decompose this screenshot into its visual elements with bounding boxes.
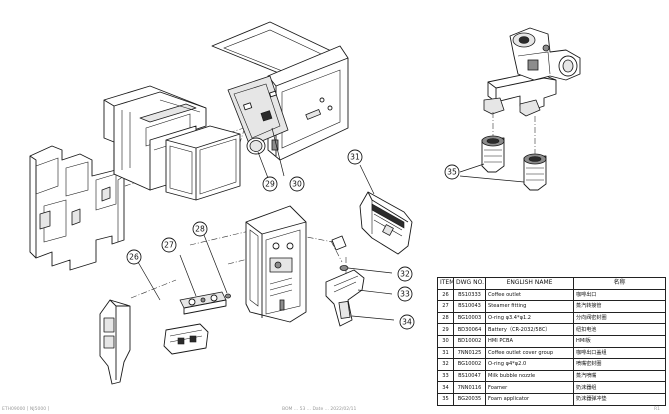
callout-28-label: 28 xyxy=(195,225,205,234)
english-name-cell: Coffee outlet cover group xyxy=(485,346,574,360)
table-row: 28 BG10003 O-ring φ3.4*φ1.2 分向阀密封圈 xyxy=(437,311,666,325)
english-name-cell: O-ring φ3.4*φ1.2 xyxy=(485,311,574,325)
english-name-cell: Milk bubble nozzle xyxy=(485,369,574,383)
header-chinese-name: 名称 xyxy=(573,277,666,290)
foam-applicator-part xyxy=(459,112,547,191)
foamer-tee-part xyxy=(483,27,581,117)
dwg-cell: BG10003 xyxy=(453,311,486,325)
chinese-name-cell: 分向阀密封圈 xyxy=(573,311,666,325)
callout-28: 28 xyxy=(192,221,208,237)
item-cell: 26 xyxy=(437,288,454,302)
table-row: 29 BD30064 Battery（CR-2032/58C） 纽扣电池 xyxy=(437,323,666,336)
item-cell: 35 xyxy=(437,392,454,406)
chinese-name-cell: HMI板 xyxy=(573,334,666,348)
chinese-name-cell: 蒸汽喷嘴 xyxy=(573,369,666,383)
chinese-name-cell: 蒸汽转接管 xyxy=(573,300,666,313)
table-row: 35 BG20035 Foam applicator 奶沫器弹冲垫 xyxy=(437,392,666,406)
english-name-cell: O-ring φ4*φ2.0 xyxy=(485,358,574,371)
dwg-cell: BG20035 xyxy=(453,392,486,406)
english-name-cell: Coffee outlet xyxy=(485,288,574,302)
chinese-name-cell: 喷嘴密封圈 xyxy=(573,358,666,371)
drawing-footer: ETH09000 [ NJ5000 ] BOM ... 53 ... Date … xyxy=(0,405,669,414)
callout-32-label: 32 xyxy=(400,270,410,279)
parts-list-table: ITEM DWG NO. ENGLISH NAME 名称 26 BS10333 … xyxy=(437,277,666,406)
dwg-cell: BS10043 xyxy=(453,300,486,313)
english-name-cell: Foamer xyxy=(485,381,574,394)
table-row: 30 BD10002 HMI PCBA HMI板 xyxy=(437,334,666,348)
dwg-cell: BD10002 xyxy=(453,334,486,348)
coffee-outlet-part xyxy=(99,261,209,385)
o-ring-small-part xyxy=(203,234,231,299)
header-dwg-no: DWG NO. xyxy=(453,277,486,290)
english-name-cell: HMI PCBA xyxy=(485,334,574,348)
callout-29: 29 xyxy=(262,176,278,192)
callout-27: 27 xyxy=(161,237,177,253)
dwg-cell: BS10047 xyxy=(453,369,486,383)
hmi-pcba-part xyxy=(227,75,289,177)
header-english-name: ENGLISH NAME xyxy=(485,277,574,290)
callout-26-label: 26 xyxy=(129,253,139,262)
callout-29-label: 29 xyxy=(265,180,275,189)
item-cell: 30 xyxy=(437,334,454,348)
table-row: 31 7NN0125 Coffee outlet cover group 咖啡出… xyxy=(437,346,666,360)
chinese-name-cell: 奶沫器弹冲垫 xyxy=(573,392,666,406)
table-row: 34 7NN0116 Foamer 奶沫器组 xyxy=(437,381,666,394)
header-item: ITEM xyxy=(437,277,454,290)
item-cell: 32 xyxy=(437,358,454,371)
dwg-cell: 7NN0116 xyxy=(453,381,486,394)
table-row: 33 BS10047 Milk bubble nozzle 蒸汽喷嘴 xyxy=(437,369,666,383)
english-name-cell: Foam applicator xyxy=(485,392,574,406)
dwg-cell: BS10333 xyxy=(453,288,486,302)
milk-nozzle-part xyxy=(325,235,395,327)
callout-35-label: 35 xyxy=(447,168,457,177)
callout-30: 30 xyxy=(289,176,305,192)
item-cell: 33 xyxy=(437,369,454,383)
callout-33: 33 xyxy=(397,286,413,302)
dwg-cell: BG10002 xyxy=(453,358,486,371)
table-row: 26 BS10333 Coffee outlet 咖啡出口 xyxy=(437,288,666,302)
callout-34-label: 34 xyxy=(402,318,412,327)
coffee-outlet-cover-part xyxy=(359,164,413,255)
callout-34: 34 xyxy=(399,314,415,330)
callout-31: 31 xyxy=(347,149,363,165)
front-shell-part xyxy=(165,125,241,201)
frame-bracket-part xyxy=(29,145,125,271)
chinese-name-cell: 咖啡出口盖组 xyxy=(573,346,666,360)
chinese-name-cell: 纽扣电池 xyxy=(573,323,666,336)
top-cover-part xyxy=(211,21,349,161)
coffee-outlet-housing-part xyxy=(245,205,307,323)
parts-table-header: ITEM DWG NO. ENGLISH NAME 名称 xyxy=(437,277,666,290)
item-cell: 28 xyxy=(437,311,454,325)
callout-30-label: 30 xyxy=(292,180,302,189)
english-name-cell: Steamer fitting xyxy=(485,300,574,313)
callout-27-label: 27 xyxy=(164,241,174,250)
callout-26: 26 xyxy=(126,249,142,265)
callout-32: 32 xyxy=(397,266,413,282)
item-cell: 34 xyxy=(437,381,454,394)
footer-right-text: R1 xyxy=(654,407,660,412)
table-row: 32 BG10002 O-ring φ4*φ2.0 喷嘴密封圈 xyxy=(437,358,666,371)
item-cell: 27 xyxy=(437,300,454,313)
footer-left-text: ETH09000 [ NJ5000 ] xyxy=(2,407,50,412)
chinese-name-cell: 奶沫器组 xyxy=(573,381,666,394)
item-cell: 29 xyxy=(437,323,454,336)
callout-33-label: 33 xyxy=(400,290,410,299)
callout-35: 35 xyxy=(444,164,460,180)
chinese-name-cell: 咖啡出口 xyxy=(573,288,666,302)
callout-31-label: 31 xyxy=(350,153,360,162)
english-name-cell: Battery（CR-2032/58C） xyxy=(485,323,574,336)
dwg-cell: 7NN0125 xyxy=(453,346,486,360)
footer-middle-text: BOM ... 53 ... Date ... 2022/02/11 xyxy=(282,407,357,412)
dwg-cell: BD30064 xyxy=(453,323,486,336)
item-cell: 31 xyxy=(437,346,454,360)
table-row: 27 BS10043 Steamer fitting 蒸汽转接管 xyxy=(437,300,666,313)
steamer-fitting-part xyxy=(179,254,227,315)
battery-part xyxy=(246,137,269,179)
